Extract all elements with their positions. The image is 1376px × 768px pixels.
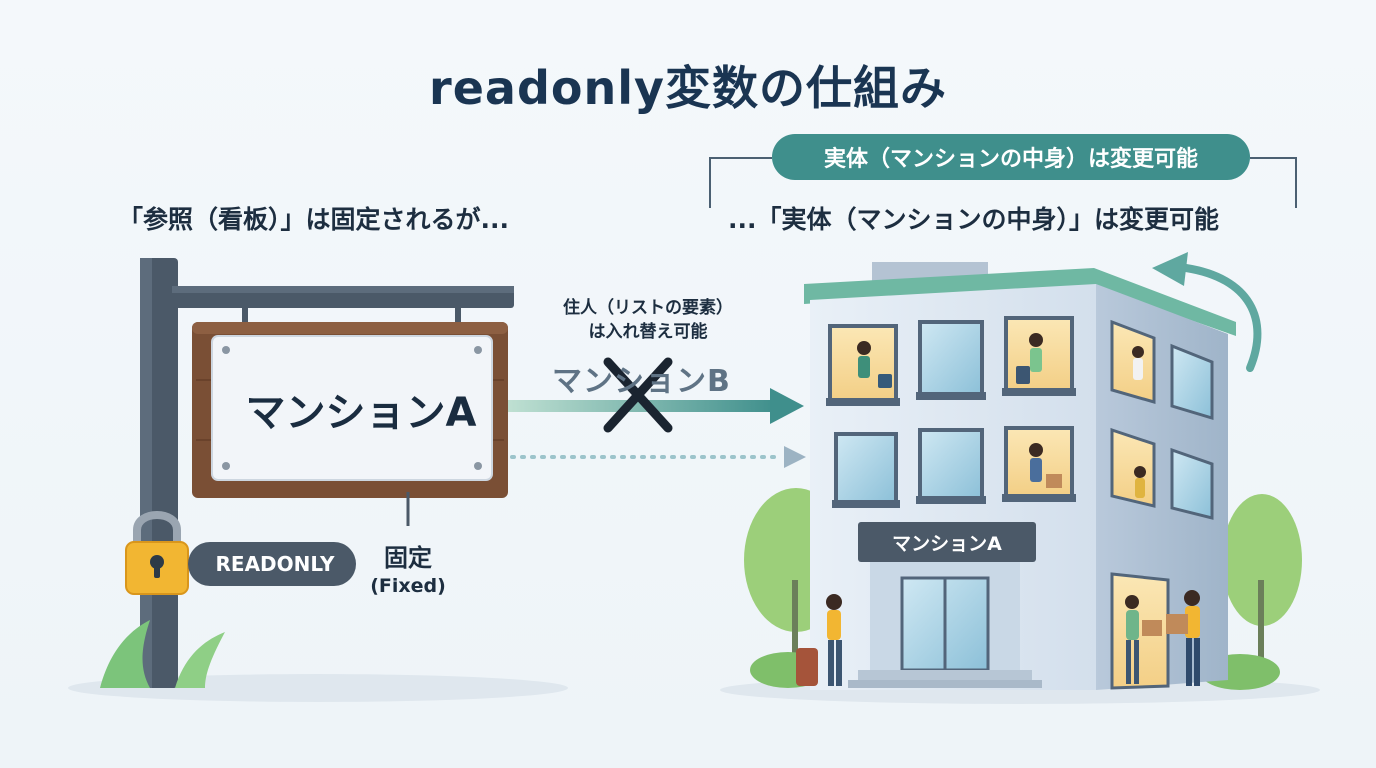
resident-note: 住人（リストの要素） は入れ替え可能 bbox=[548, 296, 748, 344]
resident-note-line2: は入れ替え可能 bbox=[588, 322, 708, 342]
traveler bbox=[826, 594, 842, 610]
sign-plate bbox=[211, 335, 493, 481]
resident-note-line1: 住人（リストの要素） bbox=[563, 298, 733, 318]
padlock-icon bbox=[125, 511, 189, 595]
content-caption: ...「実体（マンションの中身）」は変更可能 bbox=[728, 205, 1219, 234]
mover-1 bbox=[1125, 595, 1139, 609]
sign-label: マンションA bbox=[245, 390, 477, 436]
building-sign: マンションA bbox=[858, 522, 1036, 562]
fixed-label-en: (Fixed) bbox=[370, 575, 446, 597]
bracket-line bbox=[709, 157, 1297, 208]
hanger-right bbox=[455, 306, 461, 322]
apartment-building bbox=[744, 262, 1302, 690]
readonly-badge: READONLY bbox=[188, 542, 356, 586]
page-title: readonly変数の仕組み bbox=[429, 61, 947, 115]
mutable-content-badge: 実体（マンションの中身）は変更可能 bbox=[772, 134, 1250, 180]
rejected-target-label: マンションB bbox=[552, 364, 731, 399]
grass-left bbox=[100, 620, 150, 688]
tree-right bbox=[1222, 494, 1302, 626]
fixed-label-jp: 固定 bbox=[384, 544, 432, 572]
reference-caption: 「参照（看板）」は固定されるが... bbox=[118, 205, 509, 234]
fixed-label: 固定 (Fixed) bbox=[360, 538, 456, 597]
cross-icon bbox=[603, 357, 673, 433]
change-arrow-icon bbox=[1152, 252, 1262, 372]
dotted-arrow bbox=[510, 446, 806, 468]
mover-2 bbox=[1184, 590, 1200, 606]
hanger-left bbox=[242, 306, 248, 322]
signpost bbox=[100, 258, 514, 688]
